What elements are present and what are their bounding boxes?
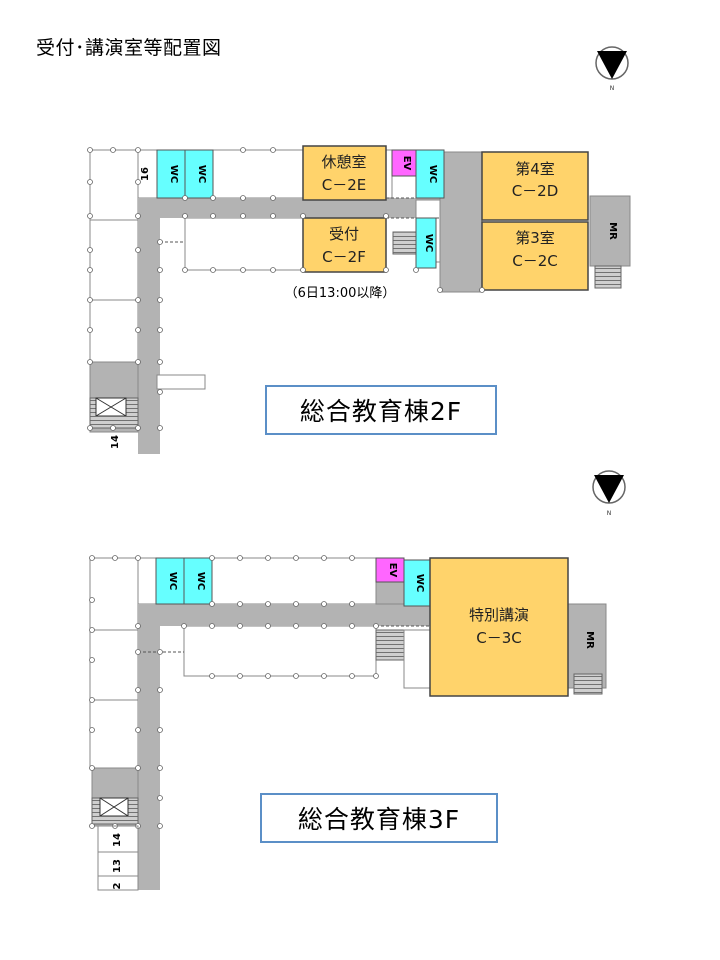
- wc-room-2f-a: [156, 149, 186, 199]
- room-tokubetsu-name: 特別講演: [469, 606, 529, 624]
- room-kyukei: [302, 145, 387, 201]
- room-dai3-name: 第3室: [515, 229, 555, 247]
- room-dai3: [481, 221, 589, 291]
- wc-room-3f-a: [155, 557, 185, 605]
- north-arrow-icon-3f: N: [592, 470, 626, 517]
- ev-label-3f: EV: [387, 563, 398, 578]
- floor-plan-2f: WC WC WC WC EV MR 16 14 休憩室 C－2E 受付 C－2F…: [87, 145, 631, 454]
- room-number-16: 16: [140, 167, 151, 181]
- mr-label-2f: MR: [607, 222, 618, 240]
- wc-label-3f-a: WC: [167, 572, 178, 590]
- wc-label-2f-b: WC: [196, 165, 207, 183]
- room-dai4-name: 第4室: [515, 160, 555, 178]
- room-number-14-3f: 14: [112, 833, 123, 847]
- room-tokubetsu: [429, 557, 569, 697]
- ev-2f: [391, 149, 417, 177]
- wc-label-3f-c: WC: [414, 574, 425, 592]
- room-kyukei-code: C－2E: [322, 176, 367, 194]
- room-number-2: 2: [112, 882, 123, 889]
- room-dai3-code: C－2C: [512, 252, 558, 270]
- room-kyukei-name: 休憩室: [321, 153, 366, 171]
- room-number-14-2f: 14: [110, 435, 121, 449]
- wc-label-2f-d: WC: [423, 234, 434, 252]
- building-label-3f: 総合教育棟3F: [260, 793, 498, 843]
- room-uketsuke: [302, 217, 387, 273]
- mr-label-3f: MR: [584, 631, 595, 649]
- ev-3f: [375, 557, 405, 583]
- ev-label-2f: EV: [401, 156, 412, 171]
- room-dai4: [481, 151, 589, 221]
- room-uketsuke-name: 受付: [329, 225, 359, 243]
- wc-label-2f-c: WC: [427, 165, 438, 183]
- north-label-2f: N: [610, 85, 615, 92]
- room-tokubetsu-code: C－3C: [476, 629, 522, 647]
- building-label-2f: 総合教育棟2F: [265, 385, 497, 435]
- wc-label-3f-b: WC: [195, 572, 206, 590]
- wc-room-3f-b: [183, 557, 213, 605]
- room-number-13: 13: [112, 859, 123, 873]
- reception-note: （6日13:00以降）: [285, 286, 396, 301]
- wc-room-2f-b: [184, 149, 214, 199]
- north-label-3f: N: [607, 510, 612, 517]
- page-title: 受付･講演室等配置図: [36, 37, 222, 59]
- floor-plan-3f: WC WC WC EV MR 14 13 2 特別講演 C－3C: [89, 555, 607, 891]
- room-dai4-code: C－2D: [512, 182, 559, 200]
- wc-label-2f-a: WC: [168, 165, 179, 183]
- north-arrow-icon-2f: N: [595, 46, 629, 92]
- room-uketsuke-code: C－2F: [322, 248, 366, 266]
